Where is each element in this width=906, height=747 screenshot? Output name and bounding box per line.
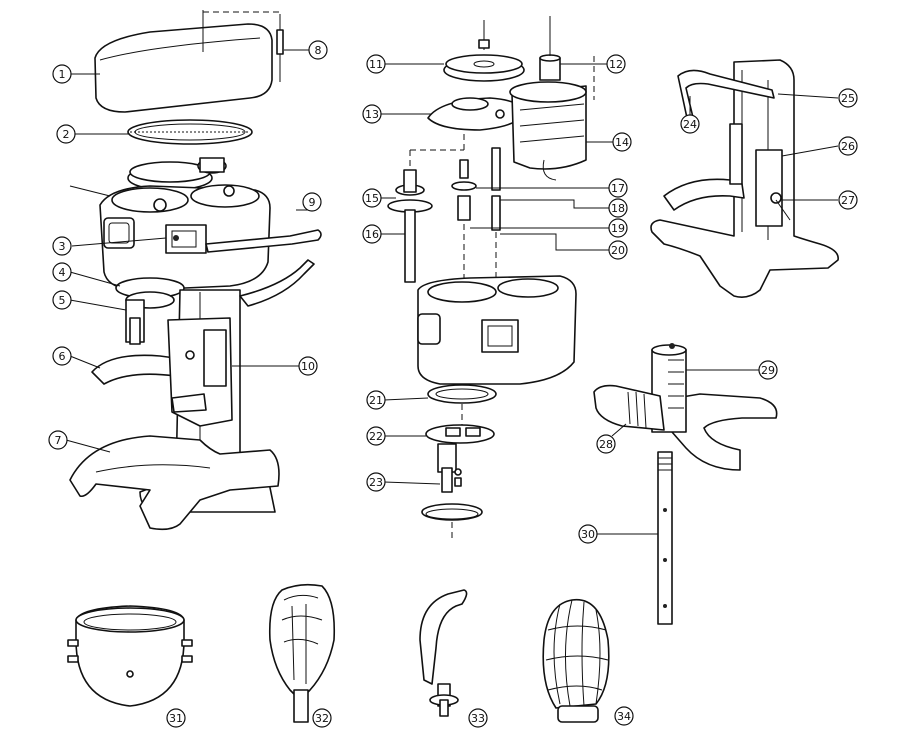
callout-14: 14 xyxy=(612,132,632,152)
svg-text:1: 1 xyxy=(59,68,66,81)
svg-text:21: 21 xyxy=(369,394,383,407)
lift-lever xyxy=(677,69,775,133)
svg-text:29: 29 xyxy=(761,364,775,377)
callout-18: 18 xyxy=(608,198,628,218)
callout-2: 2 xyxy=(56,124,76,144)
callout-1: 1 xyxy=(52,64,72,84)
svg-text:27: 27 xyxy=(841,194,855,207)
callout-6: 6 xyxy=(52,346,72,366)
callout-27: 27 xyxy=(838,190,858,210)
callout-19: 19 xyxy=(608,218,628,238)
callout-8: 8 xyxy=(308,40,328,60)
svg-text:31: 31 xyxy=(169,712,183,725)
callout-33: 33 xyxy=(468,708,488,728)
callout-17: 17 xyxy=(608,178,628,198)
switch-box xyxy=(165,224,207,254)
svg-text:25: 25 xyxy=(841,92,855,105)
svg-text:13: 13 xyxy=(365,108,379,121)
svg-text:14: 14 xyxy=(615,136,629,149)
svg-text:34: 34 xyxy=(617,710,631,723)
callout-28: 28 xyxy=(596,434,616,454)
svg-text:5: 5 xyxy=(59,294,66,307)
callout-5: 5 xyxy=(52,290,72,310)
callout-26: 26 xyxy=(838,136,858,156)
speed-lever xyxy=(205,229,322,253)
column-frame xyxy=(650,59,839,298)
svg-text:19: 19 xyxy=(611,222,625,235)
bowl-accessory xyxy=(67,605,193,707)
column-lift-assembly xyxy=(650,59,839,298)
flat-beater-accessory xyxy=(268,583,336,723)
main-shaft xyxy=(404,209,416,283)
callout-31: 31 xyxy=(166,708,186,728)
callout-24: 24 xyxy=(680,114,700,134)
callout-23: 23 xyxy=(366,472,386,492)
lower-ring xyxy=(421,503,483,521)
dough-hook-accessory xyxy=(419,589,468,717)
svg-text:30: 30 xyxy=(581,528,595,541)
svg-text:6: 6 xyxy=(59,350,66,363)
wire-whisk xyxy=(542,598,610,709)
callout-15: 15 xyxy=(362,188,382,208)
lift-rod xyxy=(657,451,673,625)
svg-text:17: 17 xyxy=(611,182,625,195)
callout-4: 4 xyxy=(52,262,72,282)
svg-text:24: 24 xyxy=(683,118,697,131)
top-cover xyxy=(94,23,273,113)
svg-text:32: 32 xyxy=(315,712,329,725)
lift-gear-assembly xyxy=(593,343,778,625)
svg-text:20: 20 xyxy=(611,244,625,257)
svg-text:15: 15 xyxy=(365,192,379,205)
callout-30: 30 xyxy=(578,524,598,544)
callout-29: 29 xyxy=(758,360,778,380)
motor xyxy=(511,85,587,170)
callout-22: 22 xyxy=(366,426,386,446)
callout-25: 25 xyxy=(838,88,858,108)
svg-text:11: 11 xyxy=(369,58,383,71)
svg-text:23: 23 xyxy=(369,476,383,489)
svg-text:7: 7 xyxy=(55,434,62,447)
callout-13: 13 xyxy=(362,104,382,124)
callout-3: 3 xyxy=(52,236,72,256)
svg-text:3: 3 xyxy=(59,240,66,253)
svg-text:8: 8 xyxy=(315,44,322,57)
svg-text:10: 10 xyxy=(301,360,315,373)
callout-10: 10 xyxy=(298,356,318,376)
svg-text:33: 33 xyxy=(471,712,485,725)
svg-text:4: 4 xyxy=(59,266,66,279)
whisk-accessory xyxy=(542,598,610,723)
svg-text:12: 12 xyxy=(609,58,623,71)
svg-text:2: 2 xyxy=(63,128,70,141)
callout-34: 34 xyxy=(614,706,634,726)
callout-9: 9 xyxy=(302,192,322,212)
dough-hook xyxy=(419,589,468,685)
callout-labels: 1 2 3 4 5 6 7 8 9 10 11 12 13 14 15 16 1… xyxy=(48,40,858,728)
svg-text:18: 18 xyxy=(611,202,625,215)
callout-20: 20 xyxy=(608,240,628,260)
gearbox-assembly xyxy=(387,16,595,540)
mixer-assembly xyxy=(69,10,322,531)
callout-11: 11 xyxy=(366,54,386,74)
svg-text:22: 22 xyxy=(369,430,383,443)
svg-text:28: 28 xyxy=(599,438,613,451)
mixer-base xyxy=(69,435,280,531)
callout-7: 7 xyxy=(48,430,68,450)
bearing-ring xyxy=(427,384,497,404)
svg-text:9: 9 xyxy=(309,196,316,209)
callout-12: 12 xyxy=(606,54,626,74)
callout-16: 16 xyxy=(362,224,382,244)
svg-text:16: 16 xyxy=(365,228,379,241)
flat-beater xyxy=(268,583,336,697)
rack-gear xyxy=(651,349,687,433)
leader-lines xyxy=(65,49,839,535)
callout-32: 32 xyxy=(312,708,332,728)
callout-21: 21 xyxy=(366,390,386,410)
svg-text:26: 26 xyxy=(841,140,855,153)
